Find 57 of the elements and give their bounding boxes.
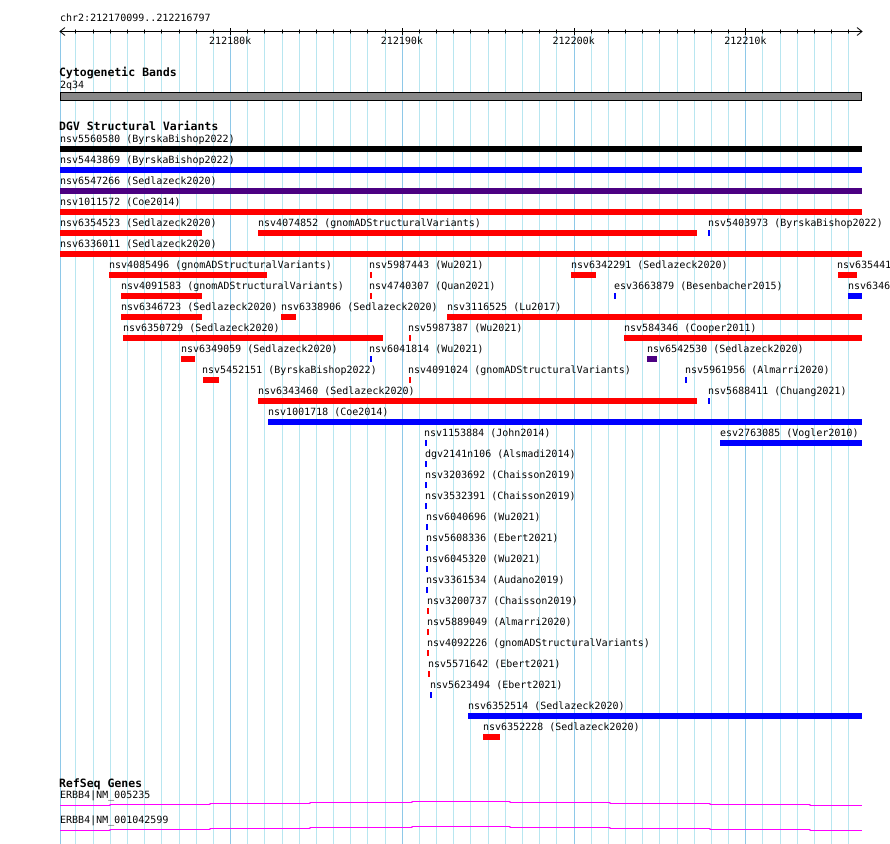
variant-label: nsv6542530 (Sedlazeck2020) [647,344,804,356]
variant-label: nsv1153884 (John2014) [424,428,550,440]
variant-label: nsv5623494 (Ebert2021) [430,680,562,692]
band-label: 2q34 [60,80,84,92]
variant-label: nsv6040696 (Wu2021) [426,512,540,524]
variant-label: nsv6045320 (Wu2021) [426,554,540,566]
variant-label: nsv4091583 (gnomADStructuralVariants) [121,281,344,293]
tick-label: 212190k [380,36,423,48]
variant-label: nsv3116525 (Lu2017) [447,302,562,314]
variant-label: nsv6346 [848,281,890,293]
gene-label: ERBB4|NM_001042599 [60,815,168,827]
variant-label: nsv6346723 (Sedlazeck2020) [121,302,278,314]
variant-label: nsv5571642 (Ebert2021) [428,659,560,671]
variant-label: nsv4074852 (gnomADStructuralVariants) [258,218,481,230]
variant-label: dgv2141n106 (Alsmadi2014) [425,449,576,461]
variant-label: nsv1001718 (Coe2014) [268,407,388,419]
variant-label: nsv4092226 (gnomADStructuralVariants) [427,638,650,650]
variant-label: nsv5608336 (Ebert2021) [426,533,558,545]
variant-label: nsv6041814 (Wu2021) [369,344,484,356]
variant-label: nsv4091024 (gnomADStructuralVariants) [408,365,631,377]
coordinate-range-label: chr2:212170099..212216797 [60,13,211,25]
variant-label: esv3663879 (Besenbacher2015) [614,281,783,293]
variant-label: nsv3361534 (Audano2019) [426,575,564,587]
variant-label: nsv6352514 (Sedlazeck2020) [468,701,625,713]
tick-label: 212210k [724,36,766,48]
variant-label: nsv6343460 (Sedlazeck2020) [258,386,415,398]
variant-label: nsv5560580 (ByrskaBishop2022) [60,134,235,146]
variant-label: nsv6349059 (Sedlazeck2020) [181,344,338,356]
variant-label: nsv5889049 (Almarri2020) [427,617,572,629]
variant-label: nsv6342291 (Sedlazeck2020) [571,260,728,272]
variant-label: nsv3203692 (Chaisson2019) [425,470,576,482]
variant-label: nsv5452151 (ByrskaBishop2022) [202,365,377,377]
variant-label: nsv6352228 (Sedlazeck2020) [483,722,640,734]
variant-label: nsv3200737 (Chaisson2019) [427,596,578,608]
variant-label: nsv6547266 (Sedlazeck2020) [60,176,217,188]
variant-label: nsv1011572 (Coe2014) [60,197,180,209]
variant-label: nsv5961956 (Almarri2020) [685,365,830,377]
variant-label: nsv5443869 (ByrskaBishop2022) [60,155,235,167]
variant-label: nsv3532391 (Chaisson2019) [425,491,576,503]
variant-label: nsv5987443 (Wu2021) [369,260,484,272]
gene-label: ERBB4|NM_005235 [60,790,150,802]
variant-label: nsv5403973 (ByrskaBishop2022) [708,218,883,230]
variant-label: esv2763085 (Vogler2010) [720,428,858,440]
variant-label: nsv4740307 (Quan2021) [369,281,496,293]
tick-label: 212200k [552,36,595,48]
variant-label: nsv6338906 (Sedlazeck2020) [281,302,438,314]
variant-label: nsv5688411 (Chuang2021) [708,386,846,398]
track-heading: RefSeq Genes [59,777,142,789]
variant-label: nsv6350729 (Sedlazeck2020) [123,323,280,335]
variant-label: nsv6336011 (Sedlazeck2020) [60,239,217,251]
variant-label: nsv4085496 (gnomADStructuralVariants) [109,260,332,272]
variant-label: nsv584346 (Cooper2011) [624,323,756,335]
tick-label: 212180k [209,36,252,48]
variant-label: nsv5987387 (Wu2021) [408,323,522,335]
track-heading: Cytogenetic Bands [59,66,177,78]
track-heading: DGV Structural Variants [59,120,218,132]
variant-label: nsv6354523 (Sedlazeck2020) [60,218,217,230]
